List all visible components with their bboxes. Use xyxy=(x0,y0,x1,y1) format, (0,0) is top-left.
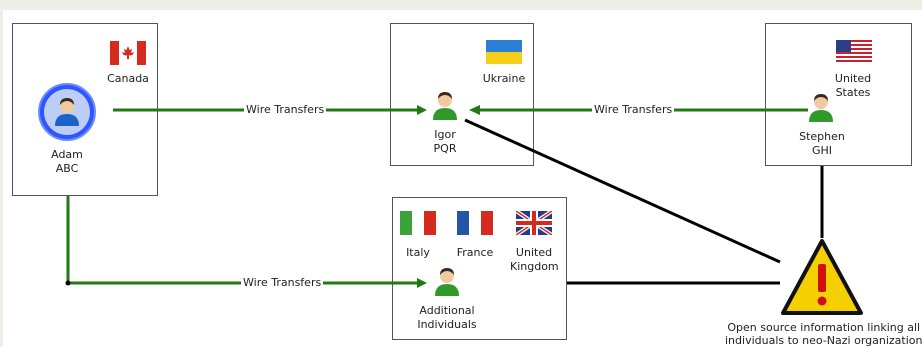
arrowhead-igor-from-adam xyxy=(417,105,427,115)
uk-flag-icon xyxy=(516,211,552,235)
additional-person-icon xyxy=(435,268,459,296)
additional-line2: Individuals xyxy=(417,318,477,331)
adam-name: Adam xyxy=(51,148,83,161)
arrowhead-additional xyxy=(417,278,427,288)
canada-flag-icon xyxy=(110,41,146,65)
warning-caption-line2: individuals to neo-Nazi organization xyxy=(725,334,922,347)
country-italy: Italy xyxy=(406,246,430,259)
country-france: France xyxy=(456,246,494,259)
junction-dot xyxy=(65,280,71,286)
france-flag-icon xyxy=(457,211,493,235)
igor-person-icon xyxy=(433,92,457,120)
link-igor-warning xyxy=(464,118,781,264)
stephen-sub: GHI xyxy=(811,144,833,157)
stephen-country-line1: United xyxy=(834,72,872,85)
warning-caption: Open source information linking all indi… xyxy=(725,321,922,347)
wire-label-adam-additional: Wire Transfers xyxy=(241,276,324,289)
ukraine-flag-icon xyxy=(486,40,522,64)
adam-sub: ABC xyxy=(55,162,79,175)
wire-label-adam-igor: Wire Transfers xyxy=(244,103,327,116)
adam-country: Canada xyxy=(107,72,149,85)
stephen-country-line2: States xyxy=(835,86,871,99)
stephen-name: Stephen xyxy=(799,130,845,143)
igor-country: Ukraine xyxy=(482,72,526,85)
italy-flag-icon xyxy=(400,211,436,235)
wire-label-stephen-igor: Wire Transfers xyxy=(592,103,675,116)
igor-name: Igor xyxy=(434,128,456,141)
additional-line1: Additional xyxy=(419,304,475,317)
country-uk-line2: Kingdom xyxy=(510,260,559,273)
warning-icon xyxy=(781,239,863,315)
country-uk-line1: United xyxy=(515,246,553,259)
stephen-person-icon xyxy=(809,94,833,122)
igor-sub: PQR xyxy=(433,142,457,155)
warning-caption-line1: Open source information linking all xyxy=(727,321,921,334)
usa-flag-icon xyxy=(836,40,872,64)
adam-person-icon xyxy=(55,98,79,126)
arrowhead-igor-from-stephen xyxy=(469,105,480,115)
